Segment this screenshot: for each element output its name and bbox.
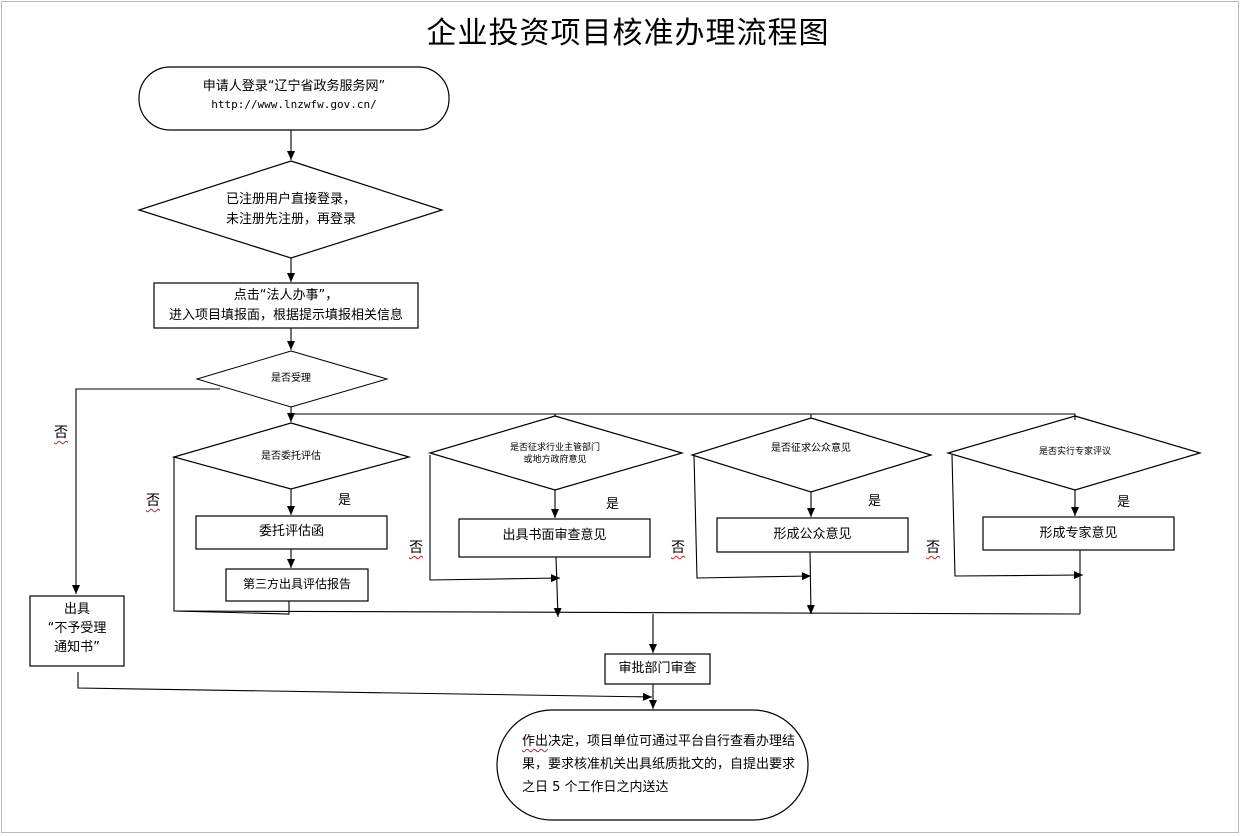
no-label-public: 否 — [671, 540, 685, 556]
no-label-accept: 否 — [54, 425, 68, 441]
reject-line2: “不予受理 — [47, 621, 107, 636]
final-node-shape — [496, 709, 809, 821]
dept-opinion-decision: 是否征求行业主管部门 或地方政府意见 — [485, 442, 625, 466]
review-box-shape — [604, 653, 711, 685]
expert-opinion-box-shape — [982, 516, 1175, 551]
fill-info-node: 点击“法人办事”， 进入项目填报面，根据提示填报相关信息 — [156, 286, 416, 326]
page-title: 企业投资项目核准办理流程图 — [426, 16, 830, 51]
review-box: 审批部门审查 — [618, 661, 697, 676]
register-line1: 已注册用户直接登录， — [225, 192, 356, 207]
public-opinion-box-shape — [716, 517, 909, 553]
login-node: 申请人登录“辽宁省政务服务网” http://www.lnzwfw.gov.cn… — [160, 78, 428, 113]
yes-label-expert: 是 — [1117, 495, 1131, 510]
final-node: 作出决定，项目单位可通过平台自行查看办理结果，要求核准机关出具纸质批文的，自提出… — [522, 730, 802, 799]
yes-label-entrust: 是 — [338, 493, 352, 508]
entrust-letter-box: 委托评估函 — [258, 524, 324, 539]
final-text: 决定，项目单位可通过平台自行查看办理结果，要求核准机关出具纸质批文的，自提出要求… — [522, 734, 796, 795]
no-label-entrust: 否 — [146, 493, 160, 509]
login-url-text: http://www.lnzwfw.gov.cn/ — [211, 97, 377, 111]
reject-line3: 通知书” — [54, 640, 100, 655]
dept-opinion-line2: 或地方政府意见 — [523, 455, 587, 466]
no-label-dept: 否 — [409, 540, 423, 556]
expert-opinion-box: 形成专家意见 — [1039, 526, 1118, 541]
entrust-letter-box-shape — [195, 515, 388, 550]
written-review-box: 出具书面审查意见 — [502, 528, 607, 543]
fill-line2: 进入项目填报面，根据提示填报相关信息 — [168, 308, 403, 323]
login-node-text: 申请人登录“辽宁省政务服务网” — [202, 79, 386, 94]
final-prefix: 作出 — [522, 734, 549, 749]
public-opinion-decision: 是否征求公众意见 — [771, 443, 851, 454]
accept-decision: 是否受理 — [271, 373, 311, 384]
dept-opinion-line1: 是否征求行业主管部门 — [509, 443, 600, 453]
no-label-expert: 否 — [926, 540, 940, 556]
yes-label-public: 是 — [868, 494, 882, 509]
reject-notice-box-shape — [29, 595, 125, 667]
public-opinion-box: 形成公众意见 — [773, 527, 852, 542]
third-party-report-box: 第三方出具评估报告 — [242, 577, 351, 591]
reject-notice-node: 出具 “不予受理 通知书” — [30, 600, 124, 657]
third-party-report-box-shape — [225, 568, 369, 602]
reject-line1: 出具 — [63, 602, 90, 617]
entrust-decision: 是否委托评估 — [261, 451, 321, 462]
yes-label-dept: 是 — [606, 497, 620, 512]
fill-line1: 点击“法人办事”， — [233, 288, 339, 303]
login-node-shape — [138, 66, 450, 131]
register-node: 已注册用户直接登录， 未注册先注册，再登录 — [171, 190, 411, 230]
written-review-box-shape — [458, 518, 651, 558]
fill-info-box-shape — [153, 282, 419, 329]
register-line2: 未注册先注册，再登录 — [225, 212, 356, 227]
expert-decision: 是否实行专家评议 — [1038, 447, 1111, 457]
